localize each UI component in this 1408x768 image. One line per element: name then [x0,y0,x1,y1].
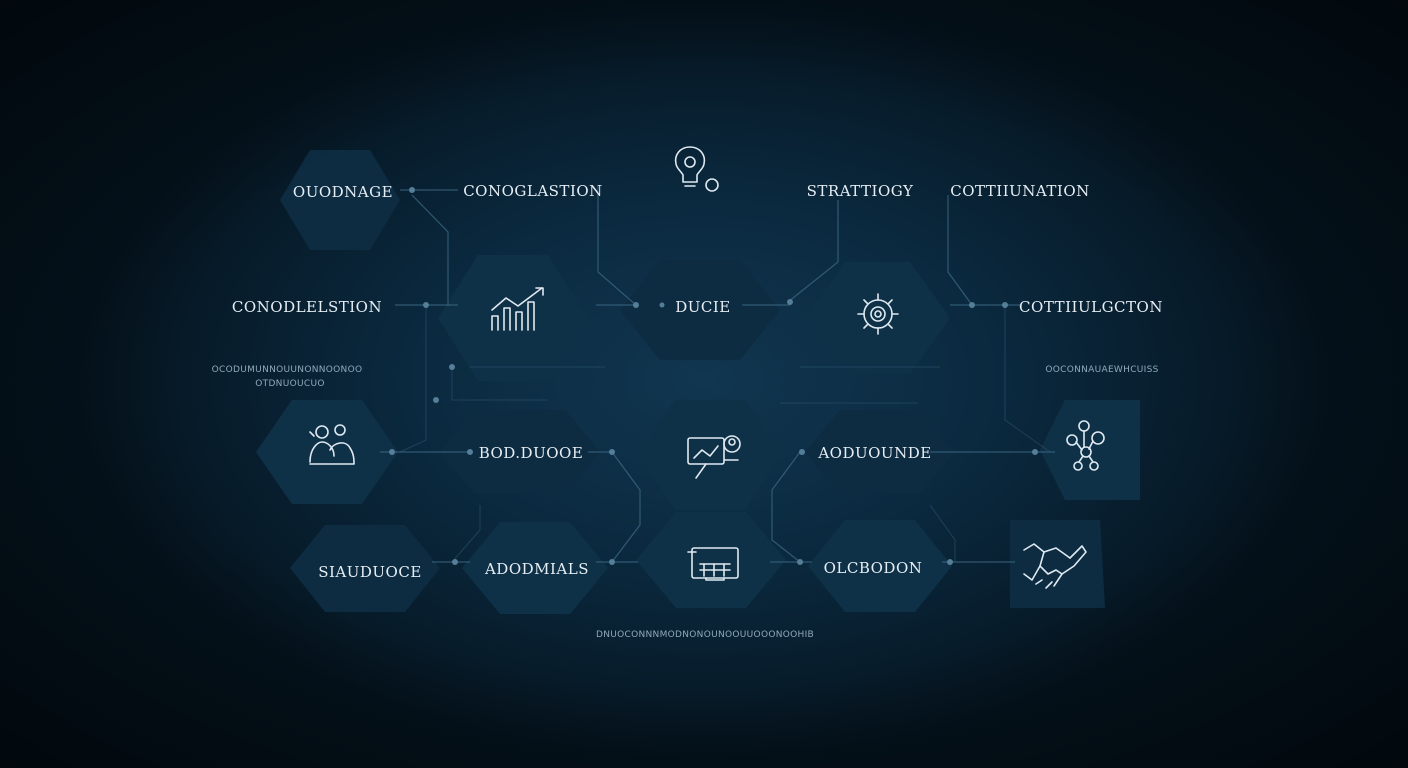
lightbulb-icon [674,146,719,192]
connector-line [399,305,427,453]
node-label-row3-left: BOD.DUOOE [479,444,584,462]
junction-dot [799,449,805,455]
junction-dot [797,559,803,565]
junction-dot [449,364,455,370]
hex-tile [438,255,588,381]
connector-line [588,451,641,563]
node-label-mid-left: CONODLELSTION [232,298,382,316]
junction-dot [609,449,615,455]
connector-line [947,195,973,306]
caption-right: OOCONNAUAEWHCUISS [1045,365,1158,375]
caption-left-line1: OCODUMUNNOUUNONNOONOO [212,365,363,375]
node-label-strategy: STRATTIOGY [807,182,914,200]
connector-line [1004,305,1051,453]
node-label-row3-right: AODUOUNDE [817,444,931,462]
connector-line [597,185,637,306]
hex-tile [256,400,398,504]
junction-dot [423,302,429,308]
hex-tile [1010,520,1105,608]
connector-line [411,194,449,305]
hex-tile [636,512,786,608]
caption-left-line2: OTDNUOUCUO [255,379,324,389]
node-label-center: DUCIE [675,298,731,316]
caption-bottom: DNUOCONNNMODNONOUNOOUUOOONOOHIB [596,630,814,640]
junction-dot [452,559,458,565]
junction-dot [659,302,665,308]
node-label-bottom-right: OLCBODON [824,559,923,577]
junction-dot [787,299,793,305]
node-label-top-right: COTTIIUNATION [950,182,1090,200]
junction-dot [433,397,439,403]
junction-dot [467,449,473,455]
node-label-bottom-left: SIAUDUOCE [318,563,422,581]
connector-line [771,451,801,563]
hex-tile [805,262,950,374]
junction-dot [947,559,953,565]
junction-dot [969,302,975,308]
junction-dot [633,302,639,308]
node-label-top-left: OUODNAGE [293,183,393,201]
node-label-mid-right: COTTIIULGCTON [1019,298,1163,316]
hexagon-backgrounds [256,150,1140,614]
node-label-bottom-second: ADODMIALS [484,560,589,578]
node-label-top-second: CONOGLASTION [463,182,603,200]
junction-dot [1002,302,1008,308]
junction-dot [389,449,395,455]
junction-dot [1032,449,1038,455]
junction-dot [609,559,615,565]
junction-dot [409,187,415,193]
